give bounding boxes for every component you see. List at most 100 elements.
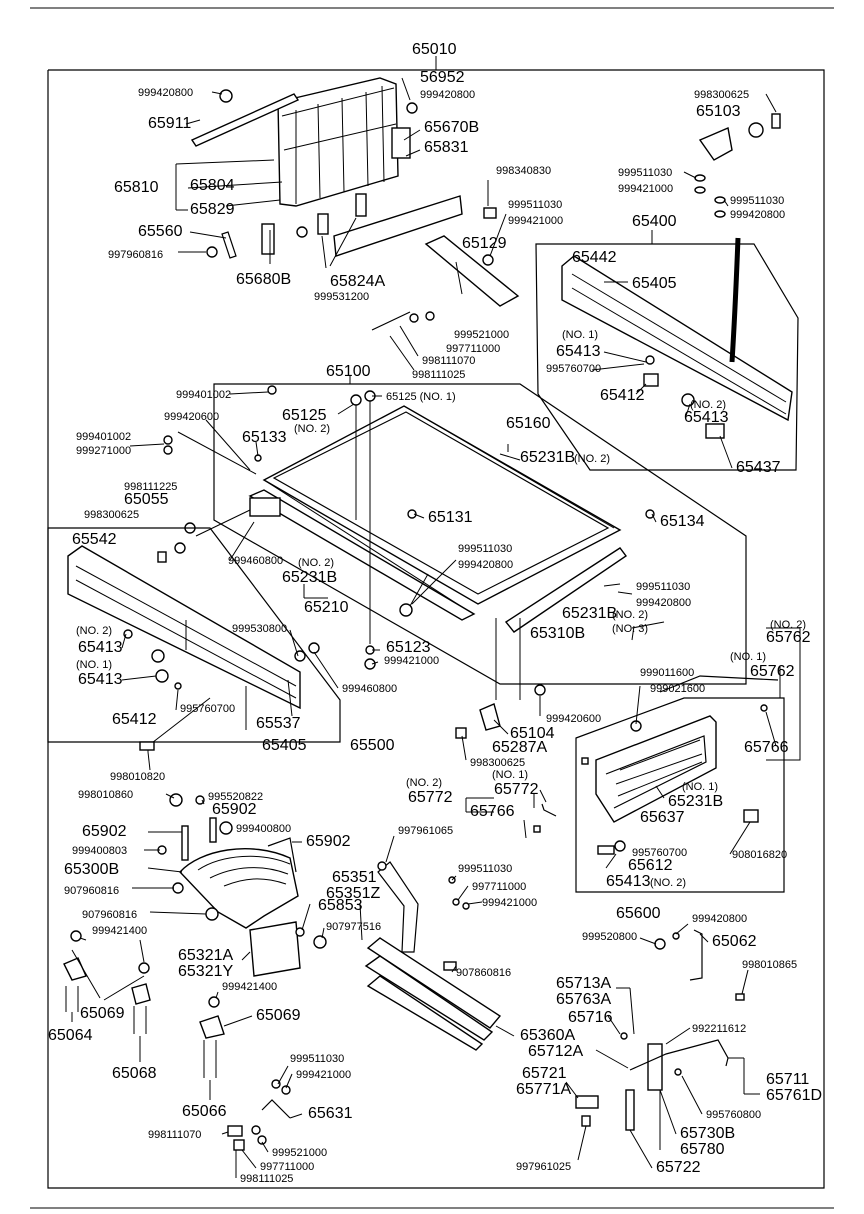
label-65810: 65810	[114, 179, 159, 196]
label-995760800: 995760800	[706, 1109, 761, 1121]
mudflap-65321A	[249, 921, 301, 977]
label-999421000: 999421000	[296, 1069, 351, 1081]
label-65537: 65537	[256, 715, 301, 732]
label-65231B: 65231B	[520, 449, 575, 466]
label-65762: 65762	[766, 629, 811, 646]
label-65125: 65125	[282, 407, 327, 424]
label-65231B: 65231B	[282, 569, 337, 586]
label-998010860: 998010860	[78, 789, 133, 801]
label-65804: 65804	[190, 177, 235, 194]
label-999521000: 999521000	[454, 329, 509, 341]
box-65400	[535, 243, 799, 471]
label-999021600: 999021600	[650, 683, 705, 695]
label-998300625: 998300625	[470, 757, 525, 769]
label-65713A: 65713A	[556, 975, 611, 992]
label-65711: 65711	[766, 1071, 809, 1088]
latch-65711	[575, 929, 745, 1131]
label-no1: (NO. 1)	[492, 769, 528, 781]
label-995760700: 995760700	[180, 703, 235, 715]
label-65712A: 65712A	[528, 1043, 583, 1060]
label-65210: 65210	[304, 599, 349, 616]
leaders	[79, 91, 777, 1178]
label-65160: 65160	[506, 415, 551, 432]
label-65062: 65062	[712, 933, 757, 950]
label-999511030: 999511030	[618, 167, 672, 179]
label-65351Z: 65351Z	[326, 885, 380, 902]
label-997961065: 997961065	[398, 825, 453, 837]
label-995520822: 995520822	[208, 791, 263, 803]
gate-panel	[67, 545, 301, 710]
label-65064: 65064	[48, 1027, 93, 1044]
label-65542: 65542	[72, 531, 117, 548]
box-65500	[47, 527, 341, 743]
label-65069: 65069	[256, 1007, 301, 1024]
latch-plate-65730B	[647, 1043, 663, 1091]
label-65055: 65055	[124, 491, 169, 508]
label-999511030: 999511030	[458, 543, 512, 555]
label-65068: 65068	[112, 1065, 157, 1082]
label-no3: (NO. 3)	[612, 623, 648, 635]
label-no2: (NO. 2)	[294, 423, 330, 435]
label-65413: 65413	[606, 873, 651, 890]
label-65902: 65902	[212, 801, 257, 818]
hinge-65103	[694, 113, 781, 218]
label-999511030: 999511030	[290, 1053, 344, 1065]
label-65412: 65412	[600, 387, 645, 404]
label-65902: 65902	[306, 833, 351, 850]
label-999530800: 999530800	[232, 623, 287, 635]
label-65351: 65351	[332, 869, 377, 886]
tailgate-panel	[561, 255, 793, 422]
label-65771A: 65771A	[516, 1081, 571, 1098]
label-65104: 65104	[510, 725, 555, 742]
label-999460800: 999460800	[228, 555, 283, 567]
label-998111070: 998111070	[422, 355, 475, 367]
label-995760700: 995760700	[546, 363, 601, 375]
label-65310B: 65310B	[530, 625, 585, 642]
label-no2: (NO. 2)	[76, 625, 112, 637]
label-998340830: 998340830	[496, 165, 551, 177]
label-999420800: 999420800	[636, 597, 691, 609]
label-no2: (NO. 2)	[770, 619, 806, 631]
label-997711000: 997711000	[260, 1161, 314, 1173]
step-65360A	[364, 861, 502, 1051]
ubolts	[63, 930, 151, 1062]
label-999420800: 999420800	[420, 89, 475, 101]
rail-65911	[190, 93, 300, 147]
box-65100	[213, 383, 747, 685]
label-65069: 65069	[80, 1005, 125, 1022]
label-65405: 65405	[262, 737, 307, 754]
label-no1: (NO. 1)	[682, 781, 718, 793]
label-no2: (NO. 2)	[650, 877, 686, 889]
label-65129: 65129	[462, 235, 507, 252]
label-65100: 65100	[326, 363, 371, 380]
label-65231B: 65231B	[668, 793, 723, 810]
label-999400803: 999400803	[72, 845, 127, 857]
label-65066: 65066	[182, 1103, 227, 1120]
label-999521000: 999521000	[272, 1147, 327, 1159]
label-907860816: 907860816	[456, 967, 511, 979]
label-65772: 65772	[494, 781, 539, 798]
step-bar	[366, 937, 502, 1029]
label-65730B: 65730B	[680, 1125, 735, 1142]
label-65103: 65103	[696, 103, 741, 120]
label-65637: 65637	[640, 809, 685, 826]
label-999401002: 999401002	[76, 431, 131, 443]
label-65560: 65560	[138, 223, 183, 240]
label-999421000: 999421000	[618, 183, 673, 195]
label-999420800: 999420800	[730, 209, 785, 221]
label-998111225: 998111225	[124, 481, 177, 493]
label-65400: 65400	[632, 213, 677, 230]
label-65321Y: 65321Y	[178, 963, 233, 980]
label-65134: 65134	[660, 513, 705, 530]
assembly-frame	[47, 69, 825, 1189]
label-999511030: 999511030	[458, 863, 512, 875]
label-65413: 65413	[556, 343, 601, 360]
label-65761D: 65761D	[766, 1087, 822, 1104]
label-65125-no1: 65125 (NO. 1)	[386, 391, 456, 403]
label-65763A: 65763A	[556, 991, 611, 1008]
label-999421400: 999421400	[222, 981, 277, 993]
label-65442: 65442	[572, 249, 617, 266]
label-65766: 65766	[744, 739, 789, 756]
label-999420800: 999420800	[692, 913, 747, 925]
label-65716: 65716	[568, 1009, 613, 1026]
